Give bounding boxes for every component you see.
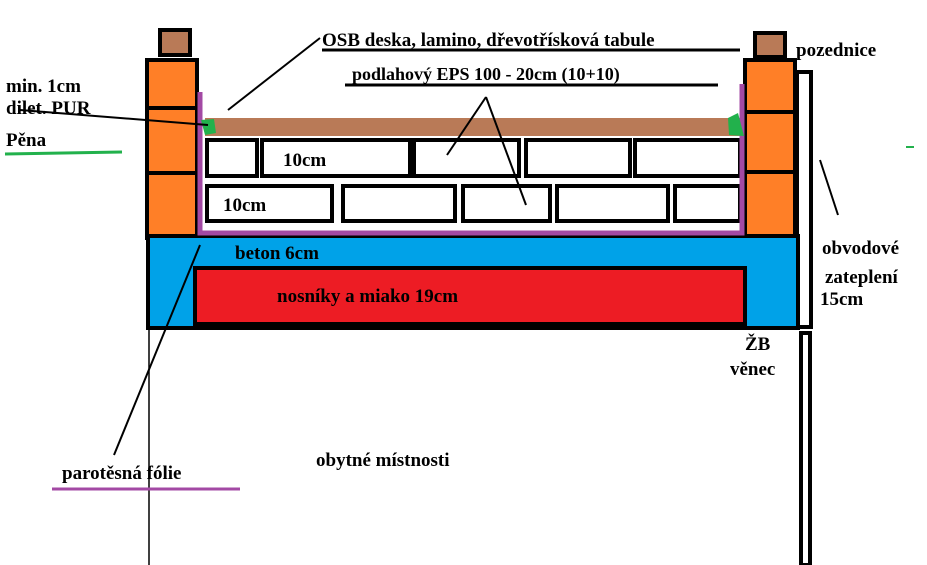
- parotesna-label: parotěsná fólie: [62, 463, 181, 484]
- eps-label: podlahový EPS 100 - 20cm (10+10): [352, 64, 620, 85]
- right-wall: [743, 31, 797, 240]
- right-wall-brick: [743, 110, 797, 174]
- right-wall-cap: [753, 31, 787, 59]
- left-wall-brick: [145, 171, 199, 240]
- leader-lines: [19, 37, 839, 565]
- obytne-label: obytné místnosti: [316, 450, 450, 471]
- beton-label: beton 6cm: [235, 243, 319, 264]
- pozednice-label: pozednice: [796, 40, 876, 61]
- eps-top-label: 10cm: [283, 150, 326, 171]
- nosniky-label: nosníky a miako 19cm: [277, 286, 458, 307]
- eps-layer-top: [205, 138, 742, 178]
- eps-layer-bottom: [205, 184, 742, 223]
- beams-and-blocks: [193, 266, 747, 326]
- zatepleni-label: zateplení: [825, 267, 899, 288]
- venec-label: věnec: [730, 359, 775, 380]
- pur-foam-left: [201, 119, 216, 135]
- pena-label: Pěna: [6, 130, 47, 151]
- zat-thickness-label: 15cm: [820, 289, 863, 310]
- exterior-insulation: [795, 70, 813, 565]
- right-wall-brick: [743, 170, 797, 240]
- vapor-barrier: [197, 84, 745, 236]
- dilet-label: dilet. PUR: [6, 98, 91, 119]
- zb-label: ŽB: [745, 333, 771, 355]
- eps-bottom-label: 10cm: [223, 195, 266, 216]
- left-wall: [145, 28, 199, 240]
- left-wall-brick: [145, 106, 199, 175]
- pur-foam-right: [728, 113, 744, 136]
- min-label: min. 1cm: [6, 76, 81, 97]
- obvodove-label: obvodové: [822, 238, 899, 259]
- left-wall-brick: [145, 58, 199, 110]
- osb-board: [205, 118, 742, 136]
- right-wall-brick: [743, 58, 797, 114]
- osb-label: OSB deska, lamino, dřevotřísková tabule: [322, 30, 655, 51]
- pena-underline: [4, 150, 123, 156]
- left-wall-cap: [158, 28, 192, 57]
